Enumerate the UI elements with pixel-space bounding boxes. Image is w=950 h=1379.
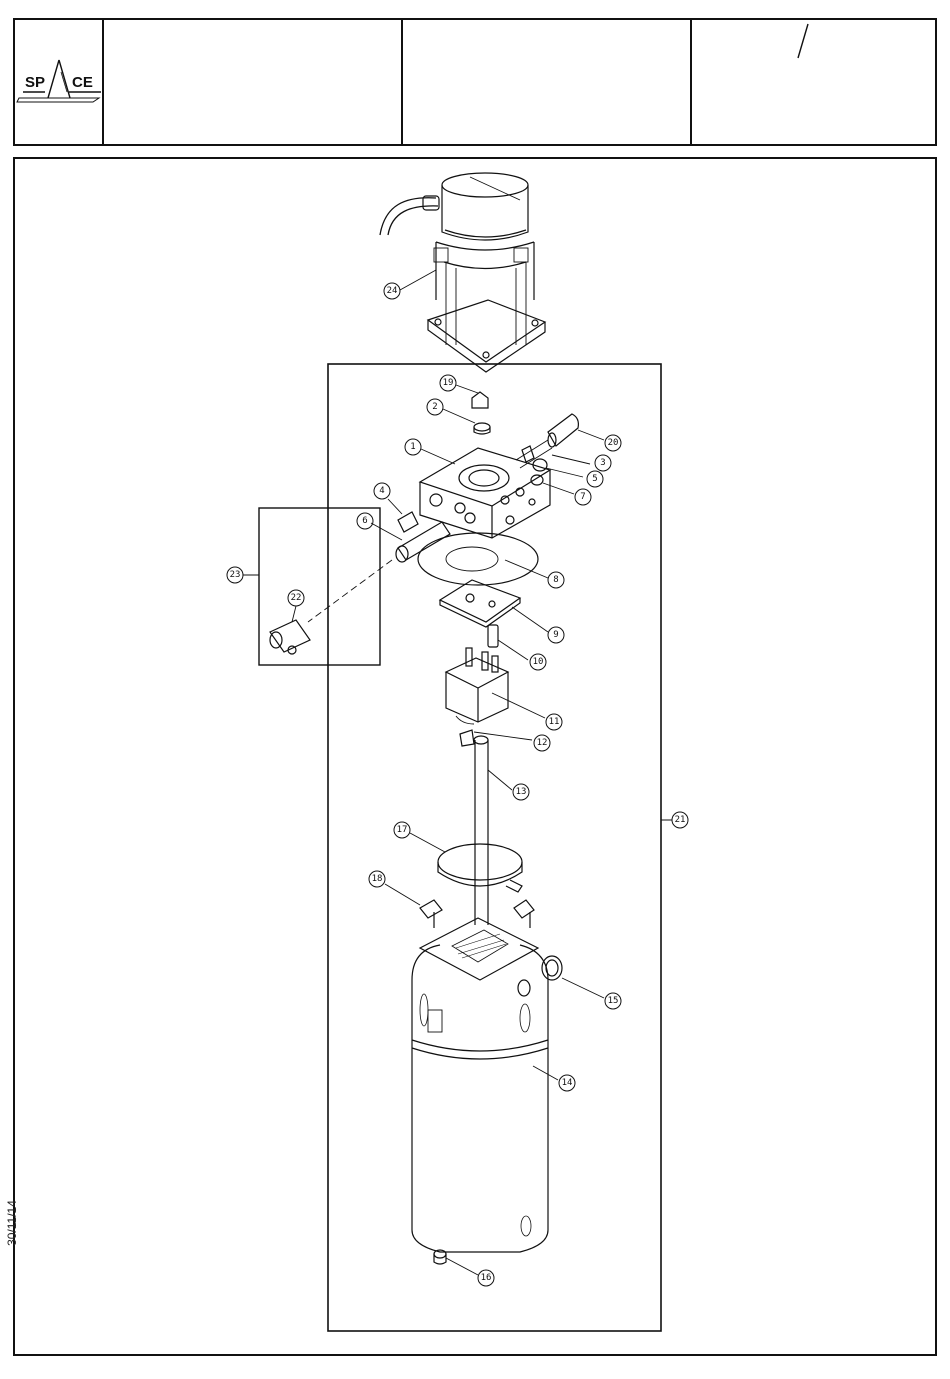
- callout-17: 17: [397, 825, 408, 835]
- callout-22: 22: [291, 593, 302, 603]
- callout-21: 21: [675, 815, 686, 825]
- callout-3: 3: [600, 458, 605, 468]
- oil-tank: [412, 918, 548, 1252]
- callout-8: 8: [553, 575, 558, 585]
- electric-motor: [380, 173, 545, 372]
- callout-9: 9: [553, 630, 558, 640]
- gear-pump: [446, 648, 508, 724]
- callout-1: 1: [410, 442, 415, 452]
- callout-19: 19: [443, 378, 454, 388]
- callout-15: 15: [608, 996, 619, 1006]
- callout-6: 6: [362, 516, 367, 526]
- callout-18: 18: [372, 874, 383, 884]
- callout-13: 13: [516, 787, 527, 797]
- callout-10: 10: [533, 657, 544, 667]
- drawing-date: 30/11/14: [5, 1183, 21, 1263]
- callout-24: 24: [387, 286, 398, 296]
- callout-4: 4: [379, 486, 384, 496]
- callout-20: 20: [608, 438, 619, 448]
- callout-14: 14: [562, 1078, 573, 1088]
- callout-12: 12: [537, 738, 548, 748]
- callout-5: 5: [592, 474, 597, 484]
- callout-16: 16: [481, 1273, 492, 1283]
- callout-2: 2: [432, 402, 437, 412]
- callout-23: 23: [230, 570, 241, 580]
- callout-7: 7: [580, 492, 585, 502]
- assembly-21-box: [328, 364, 661, 1331]
- callout-11: 11: [549, 717, 560, 727]
